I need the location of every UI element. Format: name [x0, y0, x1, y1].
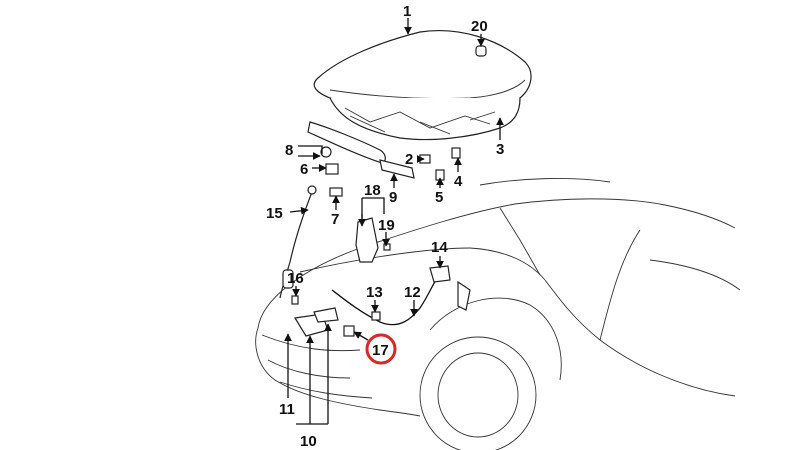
callout-17: 17 — [372, 342, 389, 359]
callout-15: 15 — [266, 205, 283, 222]
callout-19: 19 — [378, 217, 395, 234]
lock-lever — [429, 265, 451, 283]
callout-12: 12 — [404, 284, 421, 301]
car-body — [255, 177, 741, 450]
callout-6: 6 — [300, 161, 308, 178]
callout-14: 14 — [431, 239, 448, 256]
callout-13: 13 — [366, 284, 383, 301]
clip-20 — [475, 45, 487, 57]
clip-6 — [325, 163, 339, 175]
hood-hinge — [355, 217, 379, 263]
hood-seal — [307, 121, 386, 164]
release-cable — [331, 279, 437, 326]
callout-2: 2 — [405, 151, 413, 168]
leader-lines — [284, 18, 504, 425]
rod-grommet — [282, 269, 294, 289]
callout-4: 4 — [454, 173, 463, 190]
callout-8: 8 — [285, 142, 293, 159]
bumper-4 — [451, 147, 461, 159]
insulator-strip — [379, 159, 415, 179]
clip-8 — [320, 146, 332, 158]
callout-7: 7 — [331, 211, 339, 228]
lock-hook — [457, 280, 471, 311]
clip-13 — [371, 311, 381, 321]
highlight-ring — [365, 333, 397, 365]
clip-7 — [329, 187, 343, 197]
hood-panel — [313, 30, 532, 141]
rod-end — [307, 185, 317, 195]
callout-1: 1 — [403, 3, 411, 20]
callout-5: 5 — [435, 189, 443, 206]
callout-18: 18 — [364, 182, 381, 199]
clip-17 — [343, 325, 355, 337]
latch-bracket — [313, 307, 339, 323]
callout-11: 11 — [279, 401, 295, 418]
callout-16: 16 — [287, 270, 304, 287]
callout-9: 9 — [389, 189, 397, 206]
callout-20: 20 — [471, 18, 488, 35]
clip-16 — [291, 295, 299, 305]
callout-3: 3 — [496, 141, 504, 158]
callout-10: 10 — [300, 433, 317, 450]
clip-19 — [383, 243, 391, 251]
